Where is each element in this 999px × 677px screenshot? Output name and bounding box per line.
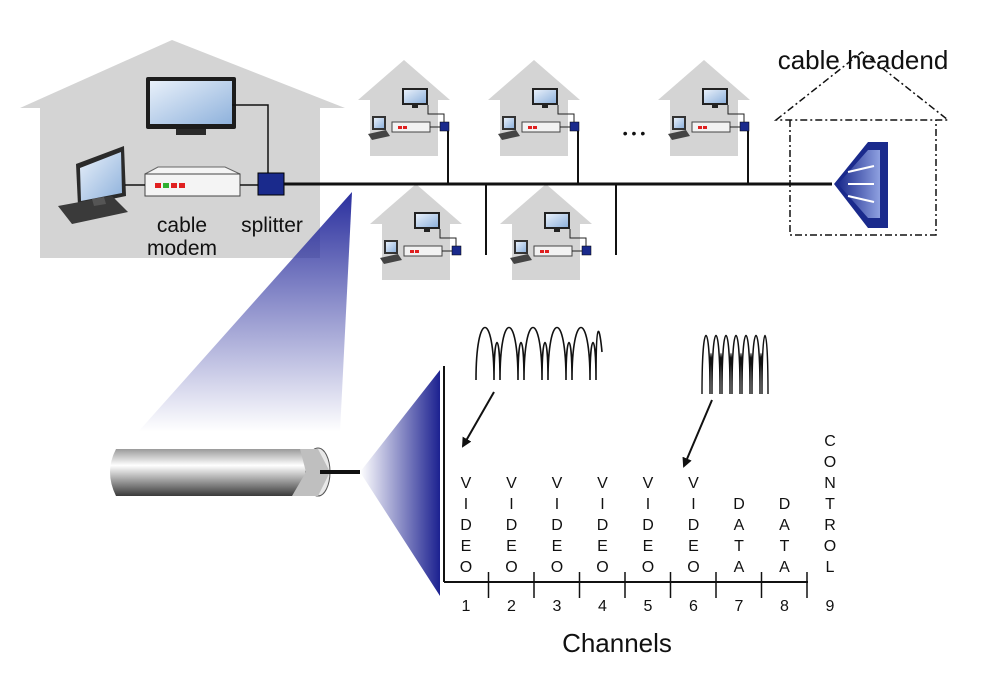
channel-letter: A (779, 559, 790, 576)
channel-number: 5 (644, 598, 653, 615)
channel-letter: D (733, 496, 745, 513)
channel-letter: O (642, 559, 654, 576)
channel-letter: C (824, 433, 836, 450)
channel-letter: D (551, 517, 563, 534)
channel-letter: O (687, 559, 699, 576)
channel-letter: D (642, 517, 654, 534)
channel-letter: A (734, 559, 745, 576)
desktop-computer-icon (58, 146, 128, 224)
channel-letter: O (505, 559, 517, 576)
splitter-label: splitter (241, 214, 303, 237)
neighbour-house (657, 59, 751, 157)
modem-label-line2: modem (147, 237, 217, 260)
channel-number: 7 (735, 598, 744, 615)
channels-axis-title: Channels (562, 628, 672, 658)
channel-letter: D (688, 517, 700, 534)
headend-label: cable headend (778, 45, 949, 75)
channel-letter: A (779, 517, 790, 534)
channel-letter: E (552, 538, 563, 555)
channel-letter: T (825, 496, 835, 513)
channel-letter: I (555, 496, 559, 513)
channel-letter: D (597, 517, 609, 534)
neighbour-house (499, 183, 593, 281)
channel-letter: V (552, 475, 563, 492)
channel-letter: O (460, 559, 472, 576)
channel-letter: R (824, 517, 836, 534)
channel-letter: D (460, 517, 472, 534)
channel-number: 2 (507, 598, 516, 615)
modem-label: cable (157, 214, 207, 237)
cable-modem-icon (144, 166, 241, 197)
video-signal-waveform (475, 327, 603, 381)
headend-hub-icon (834, 142, 888, 228)
data-arrow (682, 399, 713, 468)
channel-letter: V (688, 475, 699, 492)
channel-number: 9 (826, 598, 835, 615)
channel-letter: N (824, 475, 836, 492)
channel-letter: D (779, 496, 791, 513)
channel-letter: E (461, 538, 472, 555)
channel-letter: I (509, 496, 513, 513)
channel-number: 3 (553, 598, 562, 615)
channel-letter: V (597, 475, 608, 492)
channel-letter: L (826, 559, 835, 576)
channel-letter: V (643, 475, 654, 492)
channel-letter: T (734, 538, 744, 555)
channel-number: 1 (462, 598, 471, 615)
spectrum-cone (360, 370, 440, 596)
channel-letter: E (688, 538, 699, 555)
television-icon (146, 77, 236, 135)
channel-letter: I (646, 496, 650, 513)
channel-letter: E (506, 538, 517, 555)
channel-letter: O (824, 454, 836, 471)
channel-letter: E (597, 538, 608, 555)
channel-letter: O (596, 559, 608, 576)
channel-spectrum: VIDEO1VIDEO2VIDEO3VIDEO4VIDEO5VIDEO6DATA… (443, 327, 836, 658)
channel-number: 4 (598, 598, 607, 615)
channel-letter: I (691, 496, 695, 513)
neighbour-houses: • • • (357, 59, 751, 281)
channel-letter: I (464, 496, 468, 513)
cable-headend: cable headend (773, 45, 951, 236)
neighbour-house (487, 59, 581, 157)
video-arrow (462, 391, 495, 448)
channel-letter: A (734, 517, 745, 534)
coax-cable-icon (110, 447, 360, 497)
channel-number: 8 (780, 598, 789, 615)
channel-letter: O (551, 559, 563, 576)
channel-number: 6 (689, 598, 698, 615)
channel-letter: I (600, 496, 604, 513)
channel-letter: E (643, 538, 654, 555)
splitter-icon (257, 172, 285, 196)
trunk-cable (284, 131, 832, 255)
channel-letter: T (780, 538, 790, 555)
channel-letter: D (506, 517, 518, 534)
more-houses-ellipsis: • • • (623, 125, 646, 141)
channel-letter: V (506, 475, 517, 492)
data-signal-waveform (701, 335, 769, 395)
channel-letter: V (461, 475, 472, 492)
channel-letter: O (824, 538, 836, 555)
home-house: cable modem splitter (20, 40, 345, 260)
neighbour-house (357, 59, 451, 157)
neighbour-house (369, 183, 463, 281)
zoom-beam (138, 192, 352, 432)
